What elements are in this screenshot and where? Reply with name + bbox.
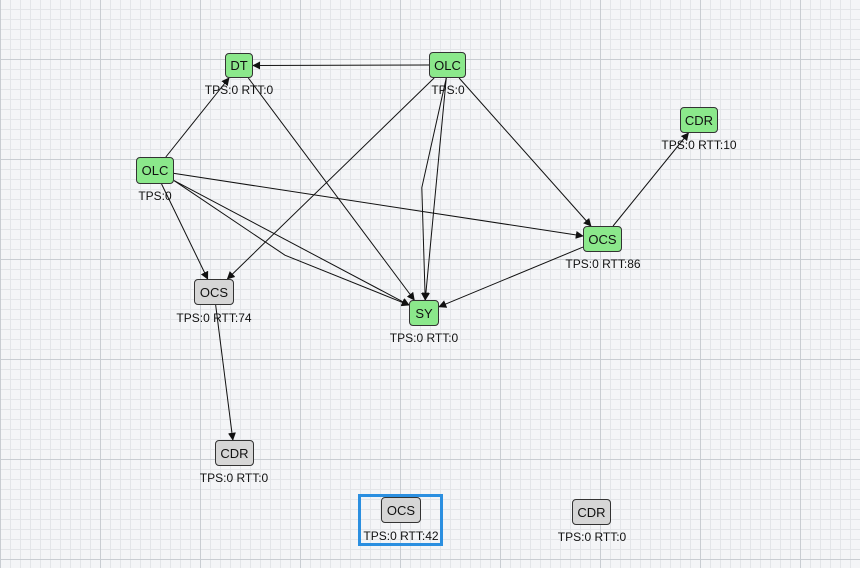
node-olc-left-stats: TPS:0 (138, 189, 172, 203)
edge-olc2-ocs1[interactable] (458, 77, 592, 227)
node-ocs-bottom-label: OCS (386, 502, 416, 518)
node-dt-box[interactable]: DT (225, 53, 253, 78)
node-cdr-left-box[interactable]: CDR (215, 440, 254, 466)
node-ocs-left-box[interactable]: OCS (194, 279, 234, 305)
edge-olc1-sy[interactable] (173, 180, 410, 306)
node-cdr-bottom-label: CDR (577, 504, 606, 520)
node-cdr-top-box[interactable]: CDR (680, 107, 718, 133)
edge-dt-sy[interactable] (247, 77, 415, 301)
edge-olc2-ocs2[interactable] (226, 77, 435, 280)
edge-olc1-ocs1[interactable] (173, 172, 584, 239)
node-cdr-top-stats: TPS:0 RTT:10 (661, 138, 737, 152)
node-ocs-bottom-box[interactable]: OCS (381, 497, 421, 523)
node-olc-top-box[interactable]: OLC (429, 52, 466, 78)
edge-ocs1-sy[interactable] (438, 246, 584, 308)
edge-olc2-sy[interactable] (421, 77, 447, 301)
node-olc-left-label: OLC (141, 163, 169, 178)
node-ocs-right-box[interactable]: OCS (583, 226, 622, 252)
node-ocs-bottom-stats: TPS:0 RTT:42 (363, 529, 439, 543)
node-ocs-right-label: OCS (588, 231, 617, 247)
node-ocs-right-stats: TPS:0 RTT:86 (565, 257, 641, 271)
node-olc-top-stats: TPS:0 (431, 83, 465, 97)
edge-olc1-ocs2[interactable] (161, 183, 209, 280)
node-sy-box[interactable]: SY (409, 300, 439, 326)
edge-ocs2-cdr2[interactable] (215, 304, 236, 441)
node-cdr-top-label: CDR (684, 112, 714, 128)
node-cdr-left-label: CDR (220, 445, 249, 461)
node-cdr-bottom-box[interactable]: CDR (572, 499, 611, 525)
node-dt-stats: TPS:0 RTT:0 (204, 83, 274, 97)
node-dt-label: DT (230, 58, 248, 73)
node-ocs-left-label: OCS (199, 284, 229, 300)
edge-olc1-sy-1[interactable] (173, 180, 410, 307)
node-olc-top-label: OLC (434, 57, 461, 73)
edge-olc2-sy-1[interactable] (421, 77, 447, 301)
node-sy-stats: TPS:0 RTT:0 (389, 331, 459, 345)
node-ocs-left-stats: TPS:0 RTT:74 (176, 311, 252, 325)
node-olc-left-box[interactable]: OLC (136, 157, 174, 184)
edge-ocs1-cdr1[interactable] (612, 132, 689, 227)
node-cdr-left-stats: TPS:0 RTT:0 (199, 471, 269, 485)
edge-olc1-dt[interactable] (165, 77, 230, 158)
node-sy-label: SY (415, 305, 433, 321)
selection-highlight (358, 494, 443, 546)
node-cdr-bottom-stats: TPS:0 RTT:0 (557, 530, 627, 544)
